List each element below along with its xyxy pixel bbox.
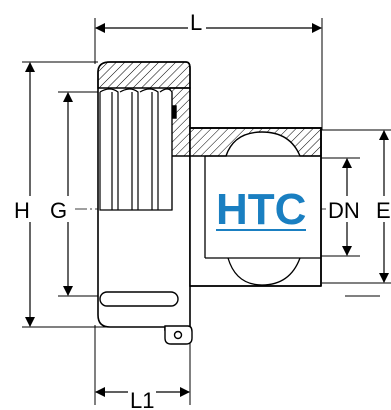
dimension-label-backgrounds: [12, 12, 390, 408]
htc-logo-text: HTC: [216, 185, 306, 234]
dim-label-H: H: [14, 198, 30, 223]
htc-logo: HTC: [214, 185, 306, 234]
dim-label-L: L: [190, 10, 202, 35]
bottom-tab: [164, 325, 193, 345]
thread-section: [99, 88, 173, 211]
lower-slot: [99, 291, 179, 307]
dim-label-DN: DN: [328, 198, 360, 223]
dim-label-G: G: [50, 198, 67, 223]
dim-label-E: E: [376, 198, 391, 223]
inner-bore: [204, 155, 321, 286]
dim-label-L1: L1: [130, 388, 154, 410]
